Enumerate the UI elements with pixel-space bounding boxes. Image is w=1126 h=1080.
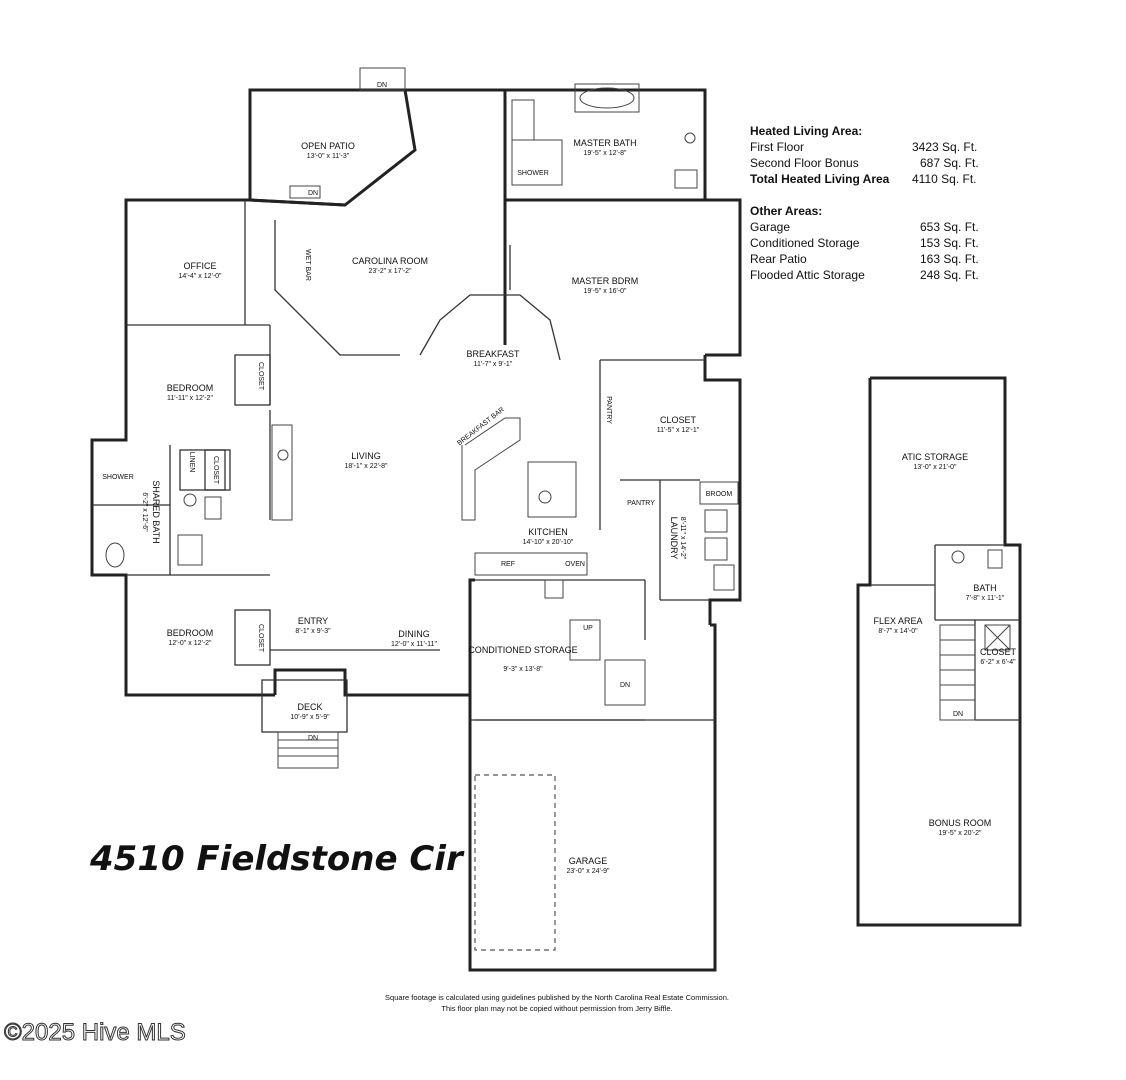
master-bath-dims: 19'-5" x 12'-8" [583, 150, 627, 157]
watermark: ©2025 Hive MLS [4, 1019, 186, 1046]
shared-bath-name: SHARED BATH [151, 480, 161, 543]
heated-label-1: Second Floor Bonus [750, 156, 859, 170]
breakfast-bar-label: BREAKFAST BAR [456, 406, 506, 447]
office-name: OFFICE [184, 261, 217, 271]
open-patio-name: OPEN PATIO [301, 141, 355, 151]
wet-bar-label: WET BAR [304, 249, 311, 281]
master-closet-dims: 11'-5" x 12'-1" [657, 427, 700, 434]
other-label-0: Garage [750, 220, 790, 234]
other-value-1: 153 Sq. Ft. [920, 236, 979, 250]
flex-area-name: FLEX AREA [873, 616, 922, 626]
cond-storage-dims: 9'-3" x 13'-8" [503, 666, 543, 673]
bath2-name: BATH [973, 583, 996, 593]
ref-label: REF [501, 561, 515, 568]
master-bdrm-name: MASTER BDRM [572, 276, 639, 286]
closet-up-dims: 6'-2" x 6'-4" [980, 659, 1016, 666]
second-floor-walls [856, 376, 1022, 927]
kitchen-name: KITCHEN [528, 527, 568, 537]
linen-label: LINEN [188, 452, 195, 473]
pantry2-label: PANTRY [627, 500, 655, 507]
cond-storage-name: CONDITIONED STORAGE [468, 645, 577, 655]
pantry1-label: PANTRY [605, 396, 612, 424]
open-patio-dims: 13'-0" x 11'-3" [307, 153, 350, 160]
heated-label-2: Total Heated Living Area [750, 172, 890, 186]
other-value-0: 653 Sq. Ft. [920, 220, 979, 234]
flex-area-dims: 8'-7" x 14'-0" [878, 628, 918, 635]
kitchen-dims: 14'-10" x 20'-10" [523, 539, 574, 546]
address-title: 4510 Fieldstone Cir [89, 839, 465, 879]
garage-dims: 23'-0" x 24'-9" [566, 868, 610, 875]
attic-storage-name: ATIC STORAGE [902, 452, 968, 462]
closet-up-name: CLOSET [980, 647, 1017, 657]
office-dims: 14'-4" x 12'-0" [178, 273, 222, 280]
footer-line-2: This floor plan may not be copied withou… [441, 1004, 672, 1013]
other-label-1: Conditioned Storage [750, 236, 860, 250]
bath2-dims: 7'-8" x 11'-1" [966, 595, 1005, 602]
oven-label: OVEN [565, 561, 585, 568]
bedroom1-dims: 11'-11" x 12'-2" [167, 395, 213, 402]
bonus-room-name: BONUS ROOM [929, 818, 992, 828]
heated-title: Heated Living Area: [750, 124, 862, 138]
storage-up-label: UP [583, 625, 593, 632]
stair-labels: DN DN DN UP DN DN [308, 82, 963, 742]
upper-down-label: DN [953, 711, 963, 718]
attic-storage-dims: 13'-0" x 21'-0" [913, 464, 957, 471]
other-label-2: Rear Patio [750, 252, 807, 266]
entry-name: ENTRY [298, 616, 328, 626]
living-dims: 18'-1" x 22'-8" [344, 463, 388, 470]
bedroom2-dims: 12'-0" x 12'-2" [168, 640, 212, 647]
hall-closet-label: CLOSET [212, 456, 219, 485]
bedroom1-name: BEDROOM [167, 383, 214, 393]
area-table: Heated Living Area: First Floor 3423 Sq.… [750, 124, 979, 282]
laundry-dims: 8'-11" x 14'-2" [679, 517, 686, 560]
breakfast-name: BREAKFAST [466, 349, 520, 359]
other-value-3: 248 Sq. Ft. [920, 268, 979, 282]
master-bdrm-dims: 19'-5" x 16'-0" [583, 288, 627, 295]
deck-name: DECK [297, 702, 322, 712]
carolina-room-dims: 23'-2" x 17'-2" [368, 268, 412, 275]
shared-bath-dims: 6'-2" x 12'-6" [141, 492, 148, 532]
heated-value-0: 3423 Sq. Ft. [912, 140, 977, 154]
living-name: LIVING [351, 451, 381, 461]
heated-value-1: 687 Sq. Ft. [920, 156, 979, 170]
other-title: Other Areas: [750, 204, 822, 218]
master-closet-name: CLOSET [660, 415, 697, 425]
bonus-room-dims: 19'-5" x 20'-2" [938, 830, 982, 837]
deck-dims: 10'-9" x 5'-9" [290, 714, 330, 721]
footer-line-1: Square footage is calculated using guide… [385, 993, 729, 1002]
storage-down-label: DN [620, 682, 630, 689]
carolina-room-name: CAROLINA ROOM [352, 256, 428, 266]
other-value-2: 163 Sq. Ft. [920, 252, 979, 266]
deck-down-label: DN [308, 735, 318, 742]
bedroom2-closet-label: CLOSET [257, 624, 264, 653]
broom-label: BROOM [706, 491, 733, 498]
master-bath-name: MASTER BATH [573, 138, 636, 148]
breakfast-dims: 11'-7" x 9'-1" [474, 361, 513, 368]
carolina-down-label: DN [308, 190, 318, 197]
shared-shower-label: SHOWER [102, 474, 134, 481]
first-floor-walls [90, 67, 742, 972]
master-shower-label: SHOWER [517, 170, 549, 177]
bedroom1-closet-label: CLOSET [257, 362, 264, 391]
garage-name: GARAGE [569, 856, 608, 866]
heated-value-2: 4110 Sq. Ft. [912, 172, 976, 186]
heated-label-0: First Floor [750, 140, 804, 154]
laundry-name: LAUNDRY [669, 517, 679, 560]
room-labels: OPEN PATIO 13'-0" x 11'-3" MASTER BATH 1… [102, 138, 1016, 875]
dining-dims: 12'-0" x 11'-11" [391, 641, 437, 648]
bedroom2-name: BEDROOM [167, 628, 214, 638]
dining-name: DINING [398, 629, 430, 639]
entry-dims: 8'-1" x 9'-3" [295, 628, 331, 635]
other-label-3: Flooded Attic Storage [750, 268, 865, 282]
patio-down-label: DN [377, 82, 387, 89]
